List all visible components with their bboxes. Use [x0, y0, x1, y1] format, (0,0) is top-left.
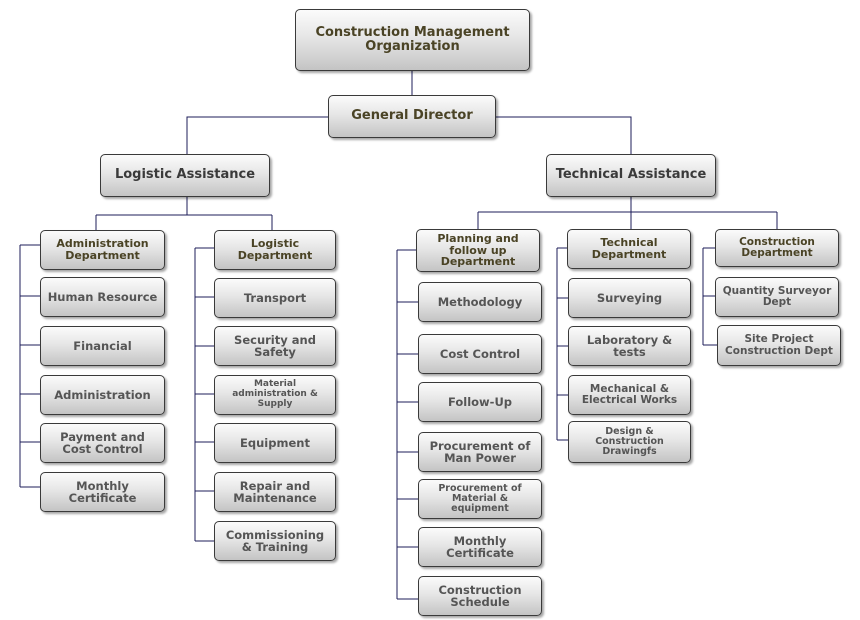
node-security-safety: Security and Safety — [214, 326, 336, 366]
node-financial: Financial — [40, 326, 165, 366]
node-label: Administration Department — [56, 237, 149, 262]
node-commissioning-training: Commissioning & Training — [214, 521, 336, 561]
node-label: Procurement of Material & equipment — [438, 482, 522, 515]
connector-line — [496, 116, 632, 154]
node-label: Surveying — [596, 290, 663, 305]
node-label: Construction Management Organization — [315, 24, 510, 54]
node-logistic-assistance: Logistic Assistance — [100, 154, 270, 197]
node-technical-assistance: Technical Assistance — [546, 154, 716, 197]
connector-line — [186, 116, 328, 154]
node-label: Logistic Assistance — [114, 167, 256, 183]
node-label: Administration — [54, 387, 151, 402]
node-technical-department: Technical Department — [567, 229, 691, 269]
node-procurement-material-equipment: Procurement of Material & equipment — [418, 479, 542, 519]
node-monthly-certificate: Monthly Certificate — [40, 472, 165, 512]
node-administration-department: Administration Department — [40, 230, 165, 270]
node-label: Mechanical & Electrical Works — [581, 382, 678, 406]
node-label: Laboratory & tests — [586, 332, 673, 359]
node-label: Commissioning & Training — [225, 527, 325, 554]
node-repair-maintenance: Repair and Maintenance — [214, 472, 336, 512]
node-design-construction-drawings: Design & Construction Drawingfs — [568, 421, 691, 463]
node-label: Follow-Up — [447, 394, 513, 409]
node-label: Payment and Cost Control — [60, 429, 145, 456]
node-label: Construction Schedule — [438, 582, 522, 609]
node-site-project-construction: Site Project Construction Dept — [717, 325, 841, 366]
node-mechanical-electrical-works: Mechanical & Electrical Works — [568, 375, 691, 415]
node-label: Monthly Certificate — [446, 533, 514, 560]
node-label: Design & Construction Drawingfs — [595, 425, 664, 458]
node-label: Quantity Surveyor Dept — [722, 284, 832, 308]
node-construction-schedule: Construction Schedule — [418, 576, 542, 616]
node-label: Equipment — [240, 435, 310, 450]
node-construction-department: Construction Department — [715, 229, 839, 267]
node-label: Material administration & Supply — [232, 379, 318, 409]
node-label: Construction Department — [739, 235, 815, 259]
node-human-resource: Human Resource — [40, 277, 165, 317]
node-label: Monthly Certificate — [68, 478, 137, 505]
node-label: Security and Safety — [234, 332, 316, 359]
node-label: Procurement of Man Power — [429, 438, 531, 465]
node-payment-cost-control: Payment and Cost Control — [40, 423, 165, 463]
node-methodology: Methodology — [418, 282, 542, 322]
node-material-administration-supply: Material administration & Supply — [214, 375, 336, 415]
node-surveying: Surveying — [568, 278, 691, 318]
node-monthly-certificate-planning: Monthly Certificate — [418, 527, 542, 567]
node-cost-control: Cost Control — [418, 334, 542, 374]
node-label: Technical Assistance — [555, 167, 707, 183]
node-label: General Director — [351, 108, 473, 124]
node-transport: Transport — [214, 278, 336, 318]
node-label: Logistic Department — [237, 237, 313, 262]
node-label: Methodology — [437, 294, 523, 309]
node-follow-up: Follow-Up — [418, 382, 542, 422]
node-label: Cost Control — [439, 346, 521, 361]
node-label: Human Resource — [47, 289, 158, 304]
node-laboratory-tests: Laboratory & tests — [568, 326, 691, 366]
node-general-director: General Director — [328, 95, 496, 138]
node-administration: Administration — [40, 375, 165, 415]
node-label: Technical Department — [591, 236, 667, 261]
node-label: Site Project Construction Dept — [725, 333, 833, 357]
node-planning-department: Planning and follow up Department — [416, 229, 540, 272]
node-procurement-man-power: Procurement of Man Power — [418, 432, 542, 472]
node-label: Repair and Maintenance — [233, 478, 317, 505]
node-label: Transport — [243, 290, 307, 305]
node-root: Construction Management Organization — [295, 9, 530, 71]
node-equipment: Equipment — [214, 423, 336, 463]
node-label: Financial — [73, 338, 132, 353]
node-quantity-surveyor: Quantity Surveyor Dept — [715, 277, 839, 317]
node-label: Planning and follow up Department — [437, 231, 519, 269]
node-logistic-department: Logistic Department — [214, 230, 336, 270]
